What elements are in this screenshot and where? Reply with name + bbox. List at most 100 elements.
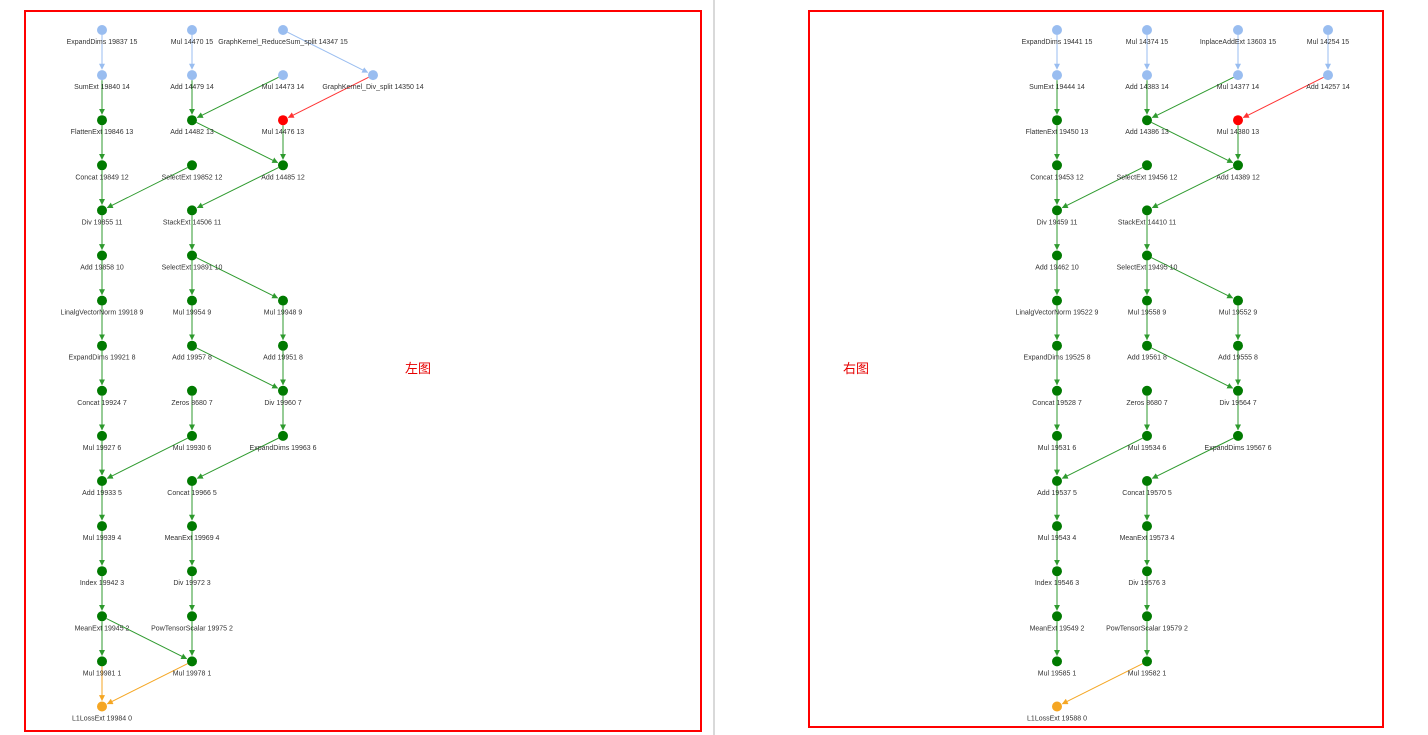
graph-node[interactable]: [97, 340, 107, 351]
graph-node[interactable]: [187, 250, 197, 261]
graph-node[interactable]: [1052, 521, 1062, 532]
graph-node[interactable]: [1233, 430, 1243, 441]
node-label: Mul 19531 6: [1038, 445, 1077, 452]
graph-node[interactable]: [97, 385, 107, 396]
left-panel-frame: [24, 10, 702, 732]
graph-node[interactable]: [1233, 340, 1243, 351]
graph-node[interactable]: [1052, 476, 1062, 486]
graph-node[interactable]: [97, 566, 107, 577]
node-label: L1LossExt 19984 0: [72, 716, 132, 723]
node-label: ExpandDims 19525 8: [1024, 355, 1091, 362]
node-label: ExpandDims 19837 15: [67, 39, 138, 46]
edge-R39-R40: [1061, 663, 1143, 705]
node-label: ExpandDims 19441 15: [1022, 39, 1093, 46]
graph-node[interactable]: [1052, 430, 1062, 441]
graph-node[interactable]: [187, 115, 197, 126]
node-label: Mul 14377 14: [1217, 84, 1260, 91]
graph-node[interactable]: [97, 476, 107, 486]
graph-node[interactable]: [1142, 611, 1152, 622]
graph-node[interactable]: [1233, 70, 1243, 81]
graph-node[interactable]: [1142, 656, 1152, 667]
graph-node[interactable]: [1052, 160, 1062, 171]
graph-node[interactable]: [278, 115, 288, 126]
node-label: FlattenExt 19450 13: [1026, 129, 1089, 136]
graph-node[interactable]: [1142, 250, 1152, 261]
graph-node[interactable]: [1142, 385, 1152, 396]
graph-node[interactable]: [1052, 250, 1062, 261]
graph-node[interactable]: [278, 295, 288, 306]
graph-node[interactable]: [1052, 656, 1062, 667]
graph-node[interactable]: [1142, 295, 1152, 306]
graph-node[interactable]: [1052, 115, 1062, 126]
graph-node[interactable]: [1142, 205, 1152, 216]
graph-node[interactable]: [1233, 385, 1243, 396]
graph-node[interactable]: [1142, 476, 1152, 486]
graph-node[interactable]: [97, 70, 107, 81]
graph-node[interactable]: [187, 611, 197, 622]
graph-node[interactable]: [1052, 295, 1062, 306]
node-label: ExpandDims 19567 6: [1205, 445, 1272, 452]
graph-node[interactable]: [97, 521, 107, 532]
graph-node[interactable]: [1142, 115, 1152, 126]
graph-node[interactable]: [1052, 385, 1062, 396]
node-label: MeanExt 19969 4: [165, 535, 220, 542]
graph-node[interactable]: [278, 160, 288, 171]
graph-node[interactable]: [1052, 566, 1062, 577]
graph-node[interactable]: [1052, 70, 1062, 81]
graph-node[interactable]: [187, 521, 197, 532]
graph-node[interactable]: [1142, 25, 1152, 35]
graph-node[interactable]: [278, 25, 288, 35]
graph-node[interactable]: [1142, 521, 1152, 532]
graph-node[interactable]: [1323, 70, 1333, 81]
graph-node[interactable]: [1233, 295, 1243, 306]
node-label: SelectExt 19852 12: [162, 174, 223, 181]
graph-node[interactable]: [278, 385, 288, 396]
graph-node[interactable]: [97, 611, 107, 622]
graph-node[interactable]: [187, 160, 197, 171]
graph-node[interactable]: [187, 205, 197, 216]
graph-node[interactable]: [1052, 701, 1062, 712]
graph-node[interactable]: [1142, 160, 1152, 171]
graph-node[interactable]: [278, 340, 288, 351]
graph-node[interactable]: [187, 430, 197, 441]
graph-node[interactable]: [1233, 160, 1243, 171]
graph-node[interactable]: [1142, 566, 1152, 577]
graph-node[interactable]: [97, 25, 107, 35]
graph-node[interactable]: [1142, 70, 1152, 81]
graph-node[interactable]: [187, 566, 197, 577]
graph-node[interactable]: [187, 25, 197, 35]
node-label: Mul 19927 6: [83, 445, 122, 452]
graph-node[interactable]: [368, 70, 378, 81]
node-label: LinalgVectorNorm 19918 9: [61, 310, 144, 317]
graph-node[interactable]: [97, 430, 107, 441]
graph-node[interactable]: [1052, 340, 1062, 351]
graph-node[interactable]: [97, 115, 107, 126]
graph-node[interactable]: [97, 295, 107, 306]
graph-node[interactable]: [97, 701, 107, 712]
graph-node[interactable]: [1323, 25, 1333, 35]
graph-node[interactable]: [187, 295, 197, 306]
graph-node[interactable]: [278, 70, 288, 81]
right-panel-frame: [808, 10, 1384, 728]
graph-node[interactable]: [97, 160, 107, 171]
node-label: Mul 19948 9: [264, 310, 303, 317]
graph-node[interactable]: [1052, 25, 1062, 35]
node-label: Div 19576 3: [1128, 580, 1165, 587]
graph-node[interactable]: [97, 250, 107, 261]
graph-node[interactable]: [1233, 115, 1243, 126]
graph-node[interactable]: [1233, 25, 1243, 35]
node-label: Index 19546 3: [1035, 580, 1079, 587]
graph-node[interactable]: [1052, 205, 1062, 216]
graph-node[interactable]: [187, 340, 197, 351]
graph-node[interactable]: [187, 656, 197, 667]
graph-node[interactable]: [187, 385, 197, 396]
graph-node[interactable]: [97, 205, 107, 216]
graph-node[interactable]: [1142, 340, 1152, 351]
graph-node[interactable]: [187, 70, 197, 81]
graph-node[interactable]: [278, 430, 288, 441]
graph-node[interactable]: [187, 476, 197, 486]
graph-node[interactable]: [1142, 430, 1152, 441]
graph-node[interactable]: [97, 656, 107, 667]
edge-L12-L14: [196, 167, 279, 209]
graph-node[interactable]: [1052, 611, 1062, 622]
